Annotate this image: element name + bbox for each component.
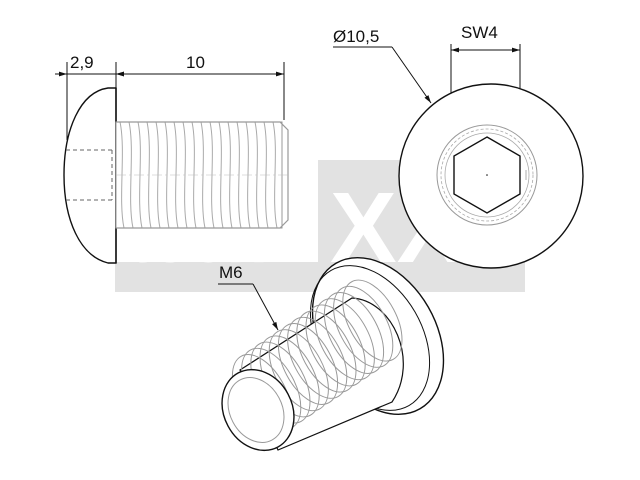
thread-ring bbox=[277, 323, 339, 405]
side-view: 2,9 10 bbox=[55, 53, 289, 264]
thread-shank bbox=[115, 121, 289, 229]
head-diameter-label: Ø10,5 bbox=[333, 27, 379, 46]
thread-ring bbox=[323, 292, 385, 374]
thread-ring bbox=[287, 316, 348, 399]
thread-ring bbox=[305, 304, 366, 387]
button-head bbox=[63, 87, 117, 264]
thread-ring bbox=[314, 298, 375, 381]
thread-length-label: 10 bbox=[186, 53, 205, 72]
thread-ring bbox=[342, 279, 403, 362]
hex-size-label: SW4 bbox=[461, 23, 498, 42]
iso-view: M6 bbox=[218, 256, 445, 452]
thread-length-dimension: 10 bbox=[116, 53, 284, 77]
thread-label: M6 bbox=[219, 263, 243, 282]
thread-callout: M6 bbox=[218, 263, 279, 331]
thread-ring bbox=[296, 310, 357, 393]
hex-size-dimension: SW4 bbox=[451, 23, 520, 53]
iso-thread-end bbox=[221, 368, 295, 452]
head-height-label: 2,9 bbox=[70, 53, 94, 72]
head-diameter-callout: Ø10,5 bbox=[333, 27, 432, 104]
thread-ring bbox=[333, 285, 394, 368]
top-view: SW4 Ø10,5 bbox=[333, 23, 584, 269]
